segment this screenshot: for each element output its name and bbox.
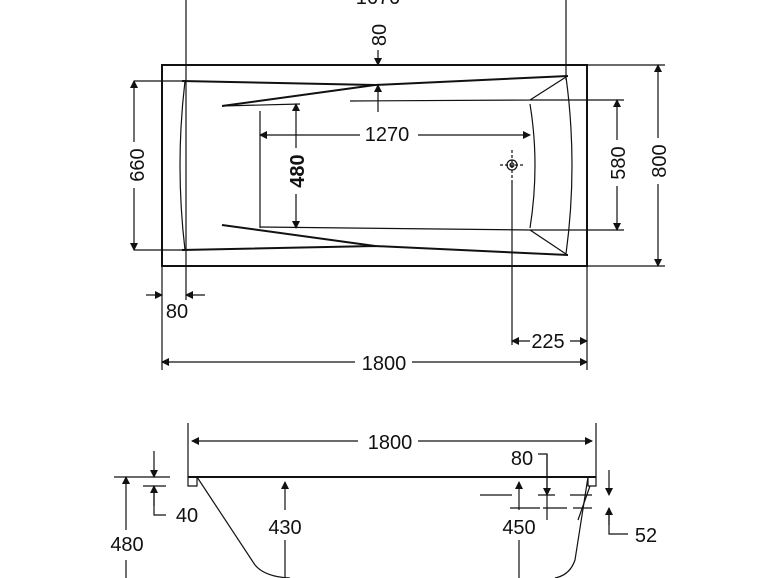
dim-section-rim-right: 80 xyxy=(511,448,533,470)
dim-drain-offset: 225 xyxy=(531,331,564,353)
outer-rim-outline xyxy=(161,64,588,267)
dim-rim-width-top: 80 xyxy=(369,24,391,46)
dim-floor-width: 480 xyxy=(287,154,309,187)
dim-depth-right: 450 xyxy=(502,517,535,539)
dim-inner-length: 1270 xyxy=(365,124,410,146)
dim-rim-width-left: 80 xyxy=(166,301,188,323)
dim-depth-left: 430 xyxy=(268,517,301,539)
dim-overall-height: 480 xyxy=(110,534,143,556)
dim-overall-width: 800 xyxy=(649,144,671,177)
dim-inner-width: 660 xyxy=(127,148,149,181)
dim-section-overall-length: 1800 xyxy=(368,432,413,454)
section-view: 1800 80 40 430 450 480 52 xyxy=(110,423,657,578)
dim-overall-length: 1800 xyxy=(362,353,407,375)
dim-floor-width-right: 580 xyxy=(608,146,630,179)
dim-rim-right-thickness: 52 xyxy=(635,525,657,547)
tub-inner-outline xyxy=(179,75,573,256)
dim-overall-length-partial: 1670 xyxy=(356,0,401,9)
dim-rim-left-thickness: 40 xyxy=(176,505,198,527)
plan-view: 1670 80 660 1270 480 580 800 80 225 1800 xyxy=(124,0,671,375)
